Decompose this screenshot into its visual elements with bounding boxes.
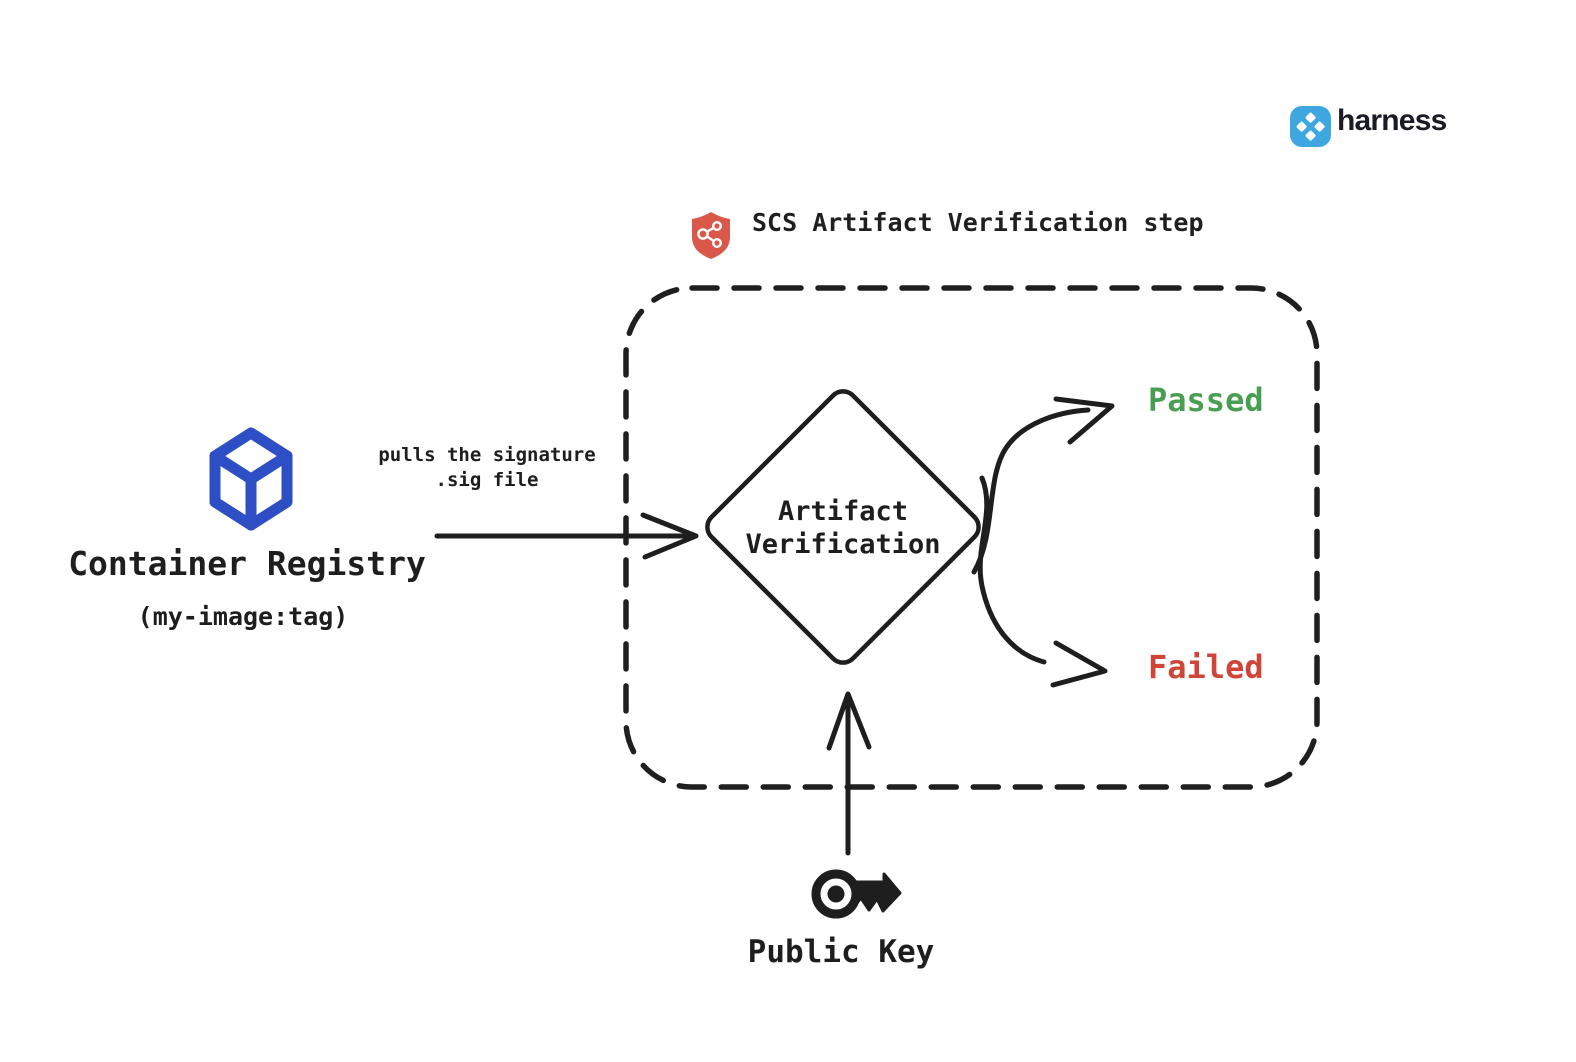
public-key-arrow	[826, 691, 872, 856]
failed-arrow	[977, 475, 1108, 688]
pull-arrow-label-line2: .sig file	[435, 469, 539, 491]
step-title: SCS Artifact Verification step	[690, 208, 1204, 237]
failed-label: Failed	[1148, 648, 1264, 686]
public-key-label: Public Key	[747, 934, 935, 970]
decision-diamond	[705, 389, 981, 665]
key-icon	[811, 869, 902, 919]
shield-network-icon	[692, 212, 730, 259]
decision-diamond-label: Artifact Verification	[745, 495, 940, 561]
passed-label: Passed	[1148, 381, 1264, 419]
cube-icon	[209, 427, 293, 531]
decision-label-line2: Verification	[745, 529, 941, 560]
pull-arrow	[434, 512, 699, 560]
harness-logo: harness	[1290, 104, 1447, 138]
pull-arrow-label-line1: pulls the signature	[378, 444, 596, 466]
container-registry-label: Container Registry	[68, 544, 426, 583]
harness-diamonds-icon	[1290, 106, 1331, 147]
image-tag-label: (my-image:tag)	[137, 602, 349, 631]
passed-arrow	[971, 396, 1115, 575]
harness-wordmark: harness	[1337, 104, 1447, 137]
pull-arrow-label: pulls the signature .sig file	[378, 443, 595, 493]
step-title-text: SCS Artifact Verification step	[752, 208, 1204, 237]
decision-label-line1: Artifact	[777, 496, 909, 527]
